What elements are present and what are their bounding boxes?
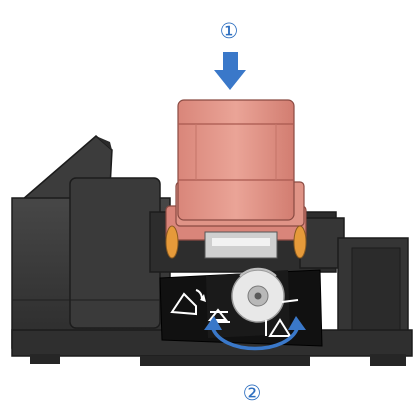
step-2-marker: ② bbox=[243, 381, 262, 405]
step-2-number: ② bbox=[243, 381, 262, 405]
rotary-dial[interactable] bbox=[231, 267, 285, 323]
rotate-arrows-icon bbox=[204, 316, 306, 351]
blade-set-icon bbox=[265, 299, 299, 337]
down-arrow-icon bbox=[214, 52, 246, 90]
press-block[interactable] bbox=[165, 99, 307, 241]
step-1-number: ① bbox=[220, 19, 239, 43]
lid-open-icon bbox=[170, 289, 206, 316]
step-1-marker: ① bbox=[220, 19, 239, 43]
housing bbox=[11, 177, 413, 366]
clamp-rings bbox=[165, 225, 307, 259]
